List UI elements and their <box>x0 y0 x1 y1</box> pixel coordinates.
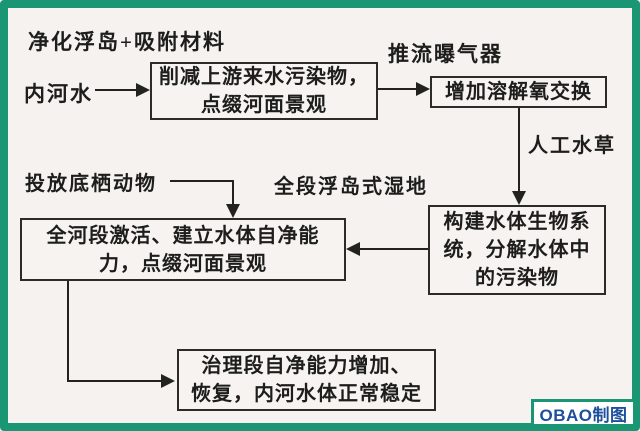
box-reduce-pollution-line1: 削减上游来水污染物， <box>159 66 369 88</box>
box-bio-system-line2: 统，分解水体中 <box>443 239 591 261</box>
box-bio-system: 构建水体生物系 统，分解水体中 的污染物 <box>428 205 606 295</box>
box-activate-river: 全河段激活、建立水体自净能 力，点缀河面景观 <box>20 218 346 281</box>
arrow-bio-to-activate-line <box>356 248 428 250</box>
box-activate-river-line1: 全河段激活、建立水体自净能 <box>46 224 320 247</box>
connector-benthic-head-icon <box>226 204 240 218</box>
box-restore-stable-line2: 恢复，内河水体正常稳定 <box>191 383 422 405</box>
connector-activate-vline <box>67 281 69 382</box>
box-restore-stable-line1: 治理段自净能力增加、 <box>201 355 412 377</box>
arrow-inflow-line <box>95 89 138 91</box>
box-oxygen-exchange-line1: 增加溶解氧交换 <box>445 81 592 103</box>
watermark-text: OBAO制图 <box>539 405 628 425</box>
box-reduce-pollution: 削减上游来水污染物， 点缀河面景观 <box>150 62 378 120</box>
watermark-badge: OBAO制图 <box>531 399 636 427</box>
box-restore-stable: 治理段自净能力增加、 恢复，内河水体正常稳定 <box>177 349 436 411</box>
arrow-oxygen-to-bio-line <box>518 108 520 193</box>
arrow-oxygen-to-bio-head-icon <box>512 191 526 205</box>
box-bio-system-line3: 的污染物 <box>475 267 559 289</box>
label-water-grass: 人工水草 <box>528 135 616 157</box>
box-reduce-pollution-line2: 点缀河面景观 <box>201 94 327 116</box>
connector-benthic-hline <box>170 180 234 182</box>
label-aerator: 推流曝气器 <box>388 42 503 66</box>
arrow-inflow-head-icon <box>136 83 150 97</box>
arrow-reduce-to-oxygen-head-icon <box>416 82 430 96</box>
connector-activate-head-icon <box>161 374 175 388</box>
box-activate-river-line2: 力，点缀河面景观 <box>99 252 267 275</box>
label-inner-river-water: 内河水 <box>24 82 93 106</box>
label-purify-island: 净化浮岛+吸附材料 <box>28 30 226 54</box>
label-island-wetland: 全段浮岛式湿地 <box>274 176 428 198</box>
connector-benthic-vline <box>232 180 234 206</box>
box-bio-system-line1: 构建水体生物系 <box>443 211 591 233</box>
connector-activate-hline <box>67 380 162 382</box>
arrow-bio-to-activate-head-icon <box>346 242 360 256</box>
label-benthic-animals: 投放底栖动物 <box>25 173 157 195</box>
box-oxygen-exchange: 增加溶解氧交换 <box>430 76 607 108</box>
arrow-reduce-to-oxygen-line <box>378 88 417 90</box>
